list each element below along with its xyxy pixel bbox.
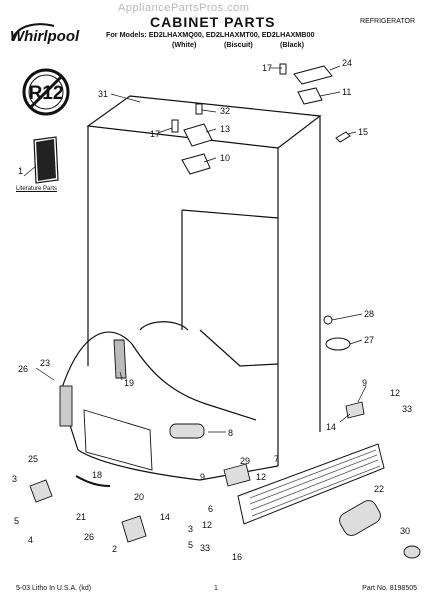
callout-24: 24 bbox=[342, 58, 352, 68]
callout-6: 6 bbox=[208, 504, 213, 514]
callout-26: 26 bbox=[18, 364, 28, 374]
literature-parts-label: Literature Parts bbox=[16, 186, 58, 192]
callout-3b: 3 bbox=[188, 524, 193, 534]
toe-grille bbox=[237, 443, 385, 525]
callout-29: 29 bbox=[240, 456, 250, 466]
callout-17b: 17 bbox=[262, 63, 272, 73]
callout-33: 33 bbox=[402, 404, 412, 414]
callout-31: 31 bbox=[98, 89, 108, 99]
brand-name: Whirlpool bbox=[10, 28, 80, 45]
callout-14b: 14 bbox=[160, 512, 170, 522]
callout-33b: 33 bbox=[200, 543, 210, 553]
whirlpool-logo: Whirlpool bbox=[10, 23, 80, 45]
top-hinge-assembly bbox=[171, 63, 351, 351]
no-r12-badge: R12 bbox=[22, 68, 70, 116]
callout-19: 19 bbox=[124, 378, 134, 388]
callout-17: 17 bbox=[150, 129, 160, 139]
models-line: For Models: ED2LHAXMQ00, ED2LHAXMT00, ED… bbox=[106, 30, 315, 39]
callout-22: 22 bbox=[374, 484, 384, 494]
callout-labels: 1 31 32 17 13 10 17 24 11 15 28 27 19 23… bbox=[12, 58, 412, 562]
machine-compartment bbox=[29, 339, 421, 559]
callout-26b: 26 bbox=[84, 532, 94, 542]
callout-11: 11 bbox=[342, 87, 351, 97]
callout-18: 18 bbox=[92, 470, 102, 480]
footer-part-number: Part No. 8198505 bbox=[362, 585, 417, 592]
callout-3a: 3 bbox=[12, 474, 17, 484]
variant-biscuit: (Biscuit) bbox=[224, 40, 253, 49]
literature-booklet bbox=[33, 136, 59, 184]
page-title: CABINET PARTS bbox=[150, 14, 276, 30]
variant-black: (Black) bbox=[280, 40, 304, 49]
callout-1: 1 bbox=[18, 166, 23, 176]
callout-7: 7 bbox=[274, 454, 279, 464]
callout-12: 12 bbox=[390, 388, 400, 398]
callout-32: 32 bbox=[220, 106, 230, 116]
footer-page-number: 1 bbox=[214, 585, 218, 592]
callout-4: 4 bbox=[28, 535, 33, 545]
callout-5b: 5 bbox=[188, 540, 193, 550]
footer-litho: 5-03 Litho In U.S.A. (kd) bbox=[16, 585, 92, 592]
callout-16: 16 bbox=[232, 552, 242, 562]
callout-15: 15 bbox=[358, 127, 368, 137]
callout-9: 9 bbox=[362, 378, 367, 388]
callout-5a: 5 bbox=[14, 516, 19, 526]
callout-25: 25 bbox=[28, 454, 38, 464]
category-label: REFRIGERATOR bbox=[360, 18, 415, 25]
callout-21: 21 bbox=[76, 512, 86, 522]
watermark: AppliancePartsPros.com bbox=[118, 2, 250, 14]
callout-30: 30 bbox=[400, 526, 410, 536]
callout-14: 14 bbox=[326, 422, 336, 432]
callout-12c: 12 bbox=[202, 520, 212, 530]
variant-white: (White) bbox=[172, 40, 197, 49]
callout-13: 13 bbox=[220, 124, 230, 134]
callout-12b: 12 bbox=[256, 472, 266, 482]
cabinet-body bbox=[59, 95, 322, 481]
callout-8: 8 bbox=[228, 428, 233, 438]
callout-28: 28 bbox=[364, 309, 374, 319]
callout-2: 2 bbox=[112, 544, 117, 554]
callout-23: 23 bbox=[40, 358, 50, 368]
callout-20: 20 bbox=[134, 492, 144, 502]
callout-27: 27 bbox=[364, 335, 374, 345]
callout-9b: 9 bbox=[200, 472, 205, 482]
callout-10: 10 bbox=[220, 153, 230, 163]
leader-lines bbox=[23, 65, 367, 433]
